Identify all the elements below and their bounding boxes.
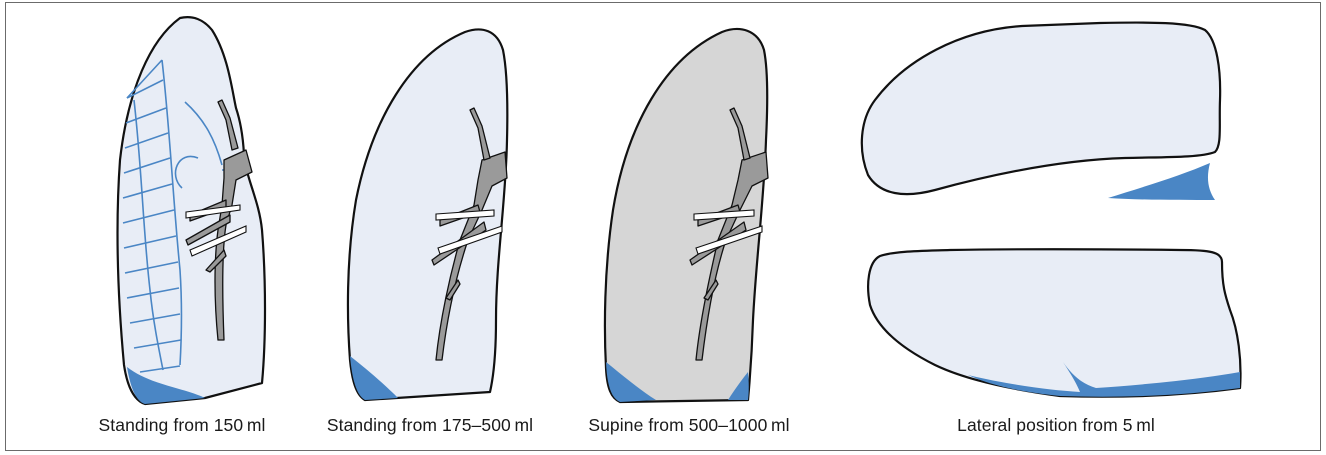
lung-outline-upper (862, 23, 1220, 195)
caption-standing-150: Standing from 150 ml (99, 415, 266, 436)
lung-panel-supine-500-1000 (605, 29, 768, 402)
lung-panel-standing-175-500 (348, 29, 507, 400)
caption-supine-500-1000: Supine from 500–1000 ml (588, 415, 789, 436)
lung-outline (117, 17, 265, 404)
caption-standing-175-500: Standing from 175–500 ml (327, 415, 533, 436)
lung-outline-lower (868, 249, 1240, 396)
lung-panel-lateral (862, 23, 1241, 397)
lung-panel-standing-150 (117, 17, 265, 404)
caption-lateral-5: Lateral position from 5 ml (957, 415, 1155, 436)
effusion-fluid-upper (1108, 163, 1215, 200)
